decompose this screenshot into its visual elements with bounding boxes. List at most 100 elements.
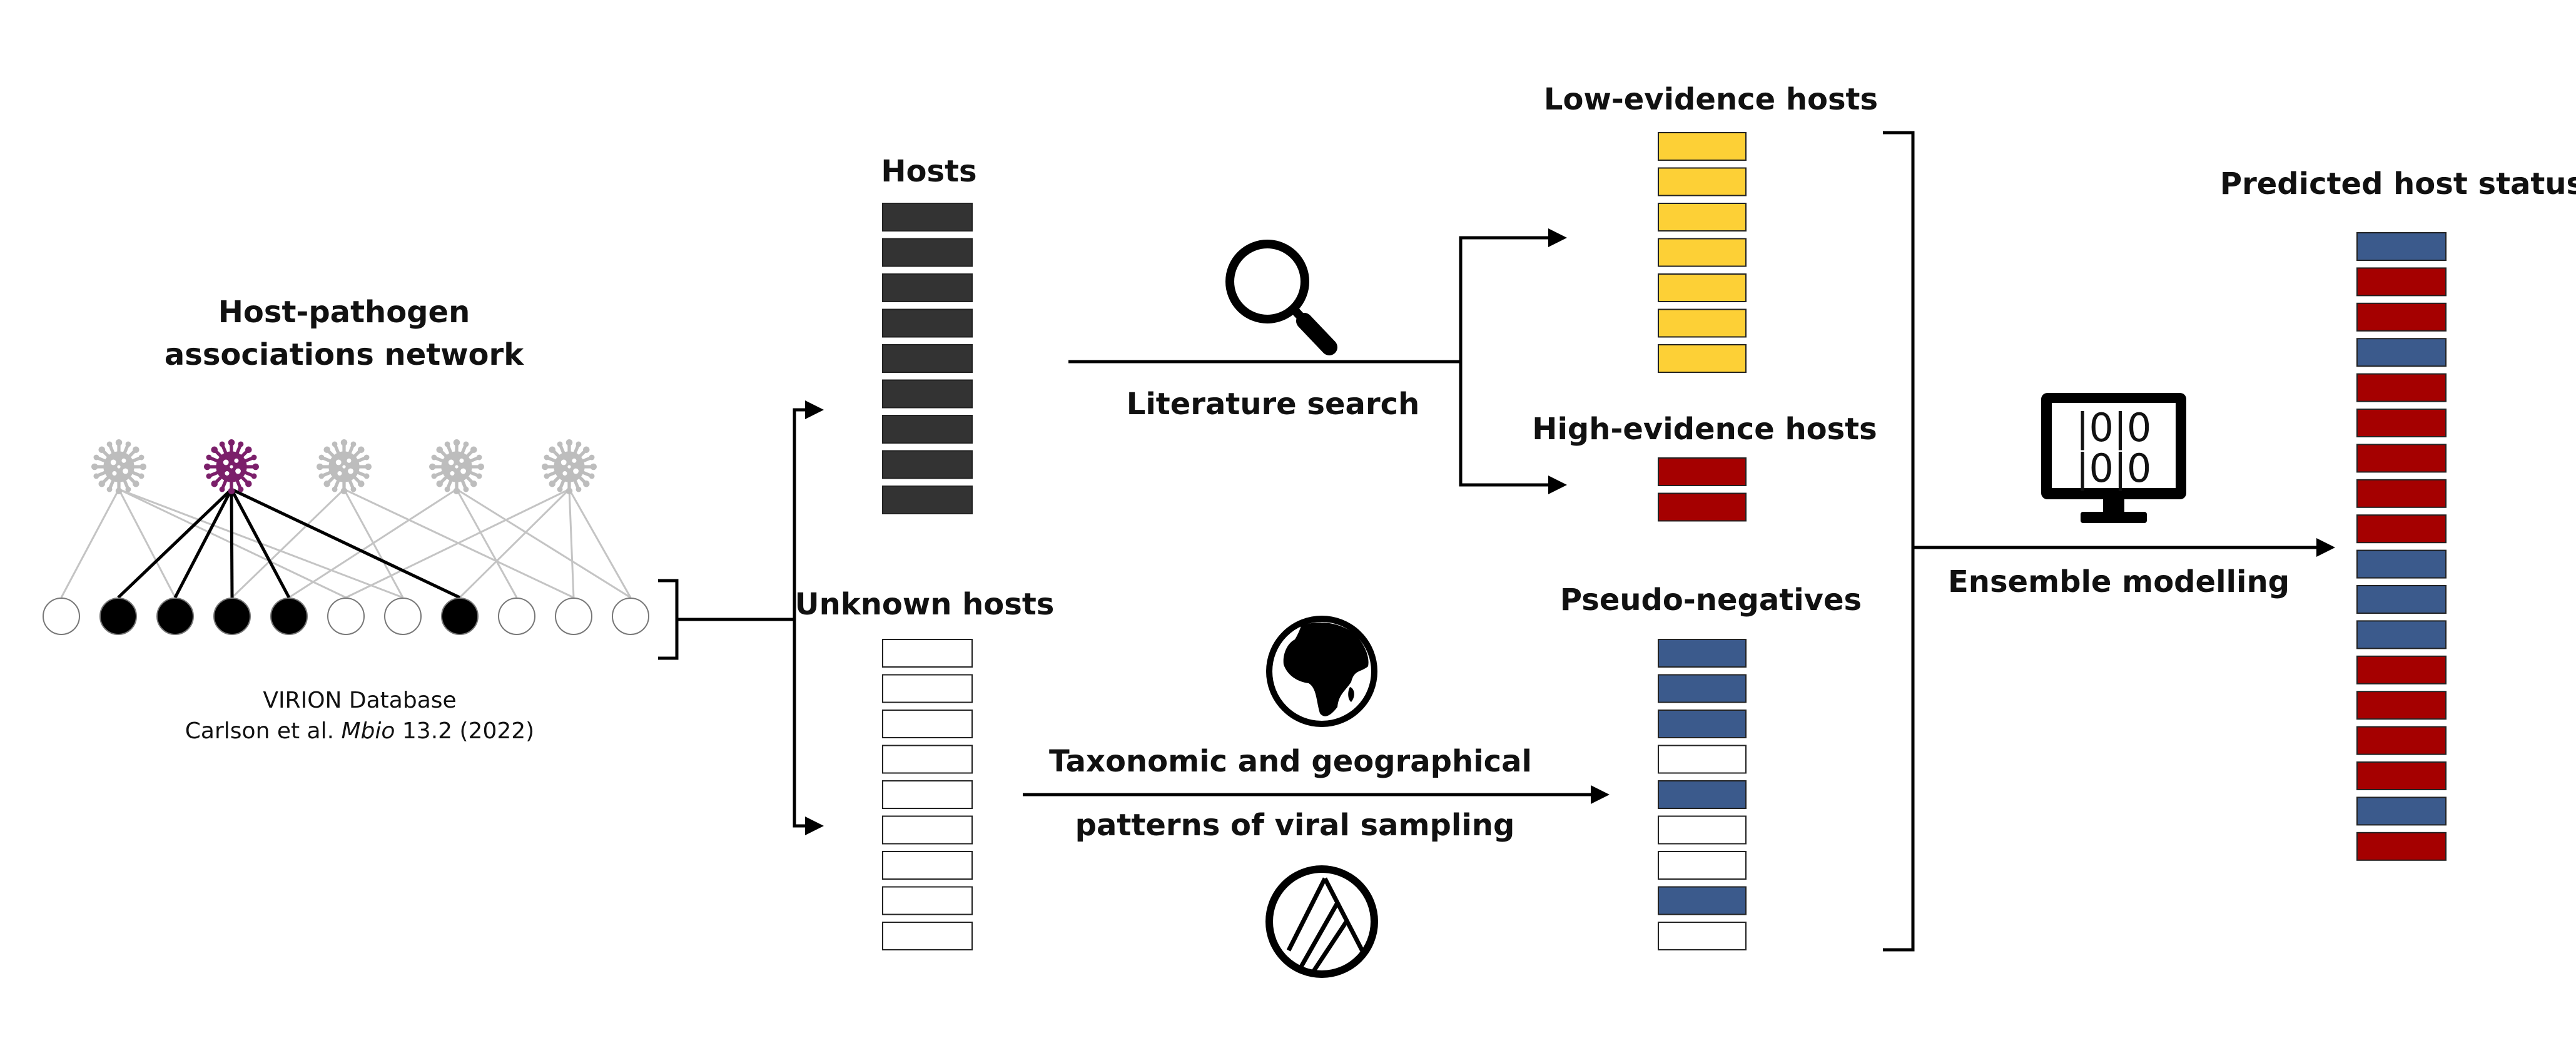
sampling-label-line2: patterns of viral sampling bbox=[1075, 808, 1515, 843]
high-evidence-box bbox=[1658, 457, 1747, 486]
ensemble-label: Ensemble modelling bbox=[1948, 564, 2289, 599]
host-node bbox=[612, 598, 649, 635]
monitor-line2: |0|0 bbox=[2076, 445, 2152, 492]
network-edge bbox=[345, 488, 570, 599]
pseudo-negative-box bbox=[1658, 886, 1747, 915]
unknown-hosts-stack bbox=[882, 639, 973, 950]
low-evidence-box bbox=[1658, 238, 1747, 267]
hosts-label: Hosts bbox=[881, 154, 976, 189]
host-box bbox=[882, 344, 973, 373]
predicted-box bbox=[2356, 549, 2447, 579]
unknown-host-box bbox=[882, 674, 973, 703]
predicted-box bbox=[2356, 691, 2447, 720]
low-evidence-box bbox=[1658, 344, 1747, 373]
network-edge bbox=[60, 489, 120, 598]
pseudo-negatives-stack bbox=[1658, 639, 1747, 950]
unknown-host-box bbox=[882, 745, 973, 774]
predicted-box bbox=[2356, 796, 2447, 826]
predicted-box bbox=[2356, 232, 2447, 261]
virus-icon bbox=[91, 439, 146, 494]
predicted-box bbox=[2356, 373, 2447, 402]
host-node bbox=[384, 598, 422, 635]
literature-search-label: Literature search bbox=[1127, 387, 1419, 422]
network-edge bbox=[455, 489, 518, 598]
evidence-bracket bbox=[1883, 131, 1915, 952]
pseudo-negative-box bbox=[1658, 674, 1747, 703]
network-edge bbox=[456, 488, 631, 599]
pseudo-negative-box bbox=[1658, 780, 1747, 809]
host-node bbox=[43, 598, 80, 635]
monitor-line1: |0|0 bbox=[2076, 405, 2152, 451]
predicted-box bbox=[2356, 655, 2447, 684]
predicted-box bbox=[2356, 620, 2447, 649]
unknown-host-box bbox=[882, 639, 973, 668]
magnifier-icon bbox=[1225, 240, 1337, 355]
virus-icon bbox=[542, 439, 597, 494]
network-edge-highlight bbox=[230, 487, 461, 599]
pseudo-negative-box bbox=[1658, 745, 1747, 774]
phylogeny-icon bbox=[1265, 865, 1378, 978]
network-edge bbox=[288, 488, 457, 599]
predicted-box bbox=[2356, 479, 2447, 508]
high-evidence-stack bbox=[1658, 457, 1747, 522]
low-evidence-label: Low-evidence hosts bbox=[1544, 82, 1878, 117]
split-up-arrow bbox=[793, 400, 824, 619]
network-edge-highlight bbox=[230, 488, 291, 599]
predicted-box bbox=[2356, 514, 2447, 544]
predicted-box bbox=[2356, 726, 2447, 755]
predicted-box bbox=[2356, 444, 2447, 473]
host-node bbox=[99, 598, 137, 635]
pseudo-negative-box bbox=[1658, 922, 1747, 950]
high-evidence-box bbox=[1658, 492, 1747, 522]
predicted-box bbox=[2356, 302, 2447, 332]
split-down-arrow bbox=[793, 619, 824, 835]
network-title-line1: Host-pathogen bbox=[218, 295, 470, 330]
high-evidence-label: High-evidence hosts bbox=[1532, 412, 1877, 447]
low-evidence-box bbox=[1658, 132, 1747, 161]
pseudo-negative-box bbox=[1658, 851, 1747, 880]
low-evidence-box bbox=[1658, 308, 1747, 338]
network-edge-highlight bbox=[173, 488, 233, 599]
host-node bbox=[555, 598, 592, 635]
host-node bbox=[156, 598, 194, 635]
source-journal: Mbio bbox=[342, 718, 395, 744]
host-node bbox=[327, 598, 365, 635]
host-box bbox=[882, 238, 973, 267]
to-high-evidence-arrow bbox=[1459, 362, 1567, 494]
predicted-host-status-stack bbox=[2356, 232, 2447, 861]
host-node bbox=[498, 598, 535, 635]
network-edge-highlight bbox=[117, 488, 233, 599]
unknown-host-box bbox=[882, 922, 973, 950]
network-edge bbox=[231, 488, 345, 599]
host-box bbox=[882, 273, 973, 302]
pseudo-negatives-label: Pseudo-negatives bbox=[1560, 583, 1862, 618]
host-box bbox=[882, 308, 973, 338]
network-title-line2: associations network bbox=[165, 337, 524, 372]
virus-icon bbox=[317, 439, 372, 494]
virus-row bbox=[91, 439, 597, 494]
network-edge bbox=[459, 488, 570, 599]
predicted-box bbox=[2356, 585, 2447, 614]
source-line2: Carlson et al. Mbio 13.2 (2022) bbox=[185, 718, 534, 744]
source-line1: VIRION Database bbox=[263, 688, 456, 713]
hosts-stack bbox=[882, 203, 973, 514]
predicted-box bbox=[2356, 267, 2447, 297]
pseudo-negative-box bbox=[1658, 710, 1747, 738]
source-volume: 13.2 (2022) bbox=[395, 718, 534, 744]
to-low-evidence-arrow bbox=[1459, 228, 1567, 362]
predicted-label: Predicted host status bbox=[2220, 166, 2576, 201]
host-node bbox=[270, 598, 308, 635]
predicted-box bbox=[2356, 832, 2447, 861]
low-evidence-box bbox=[1658, 167, 1747, 196]
low-evidence-stack bbox=[1658, 132, 1747, 373]
predicted-box bbox=[2356, 338, 2447, 367]
host-node-row bbox=[43, 598, 649, 635]
predicted-box bbox=[2356, 761, 2447, 790]
host-node bbox=[441, 598, 479, 635]
unknown-host-box bbox=[882, 851, 973, 880]
host-node bbox=[213, 598, 251, 635]
sampling-label-line1: Taxonomic and geographical bbox=[1049, 744, 1532, 779]
unknown-hosts-label: Unknown hosts bbox=[795, 587, 1055, 622]
host-box bbox=[882, 486, 973, 514]
